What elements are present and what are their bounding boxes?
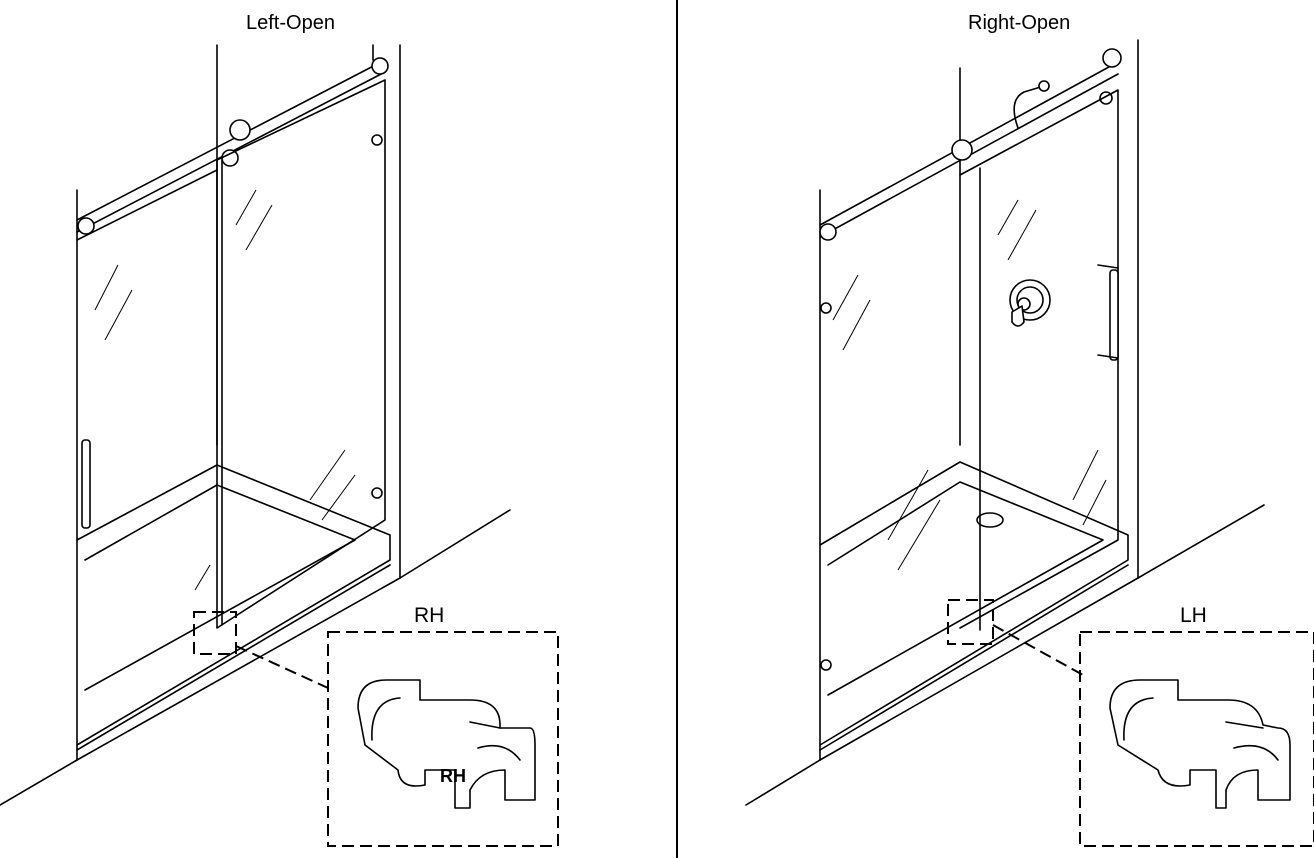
right-open-title: Right-Open xyxy=(968,12,1071,34)
left-open-title: Left-Open xyxy=(246,12,335,34)
right-guide-callout xyxy=(947,599,1314,847)
left-shower-base xyxy=(76,464,401,761)
right-sliding-rail xyxy=(819,48,1122,241)
left-glass-panels xyxy=(76,79,386,629)
right-floor-guide-detail xyxy=(1109,679,1291,809)
right-open-shower-drawing xyxy=(745,39,1314,847)
left-open-panel: Left-Open xyxy=(0,0,655,858)
left-wall-lines xyxy=(0,44,511,806)
left-sliding-rail xyxy=(76,57,389,235)
right-open-panel: Right-Open xyxy=(678,0,1314,858)
left-open-shower-drawing: RH xyxy=(0,44,559,847)
right-shower-head xyxy=(1013,80,1050,129)
right-glass-panels xyxy=(820,89,1119,671)
right-wall-lines xyxy=(745,39,1265,806)
lh-label: LH xyxy=(1180,604,1207,627)
left-door-handle xyxy=(81,439,91,529)
right-door-handle xyxy=(1097,264,1119,361)
panel-divider xyxy=(676,0,678,858)
left-floor-guide-detail xyxy=(357,679,536,809)
right-shower-valve xyxy=(1009,279,1051,327)
rh-label: RH xyxy=(414,604,445,627)
left-guide-marking: RH xyxy=(440,766,466,786)
right-shower-base xyxy=(819,461,1139,761)
left-guide-callout xyxy=(193,611,559,847)
